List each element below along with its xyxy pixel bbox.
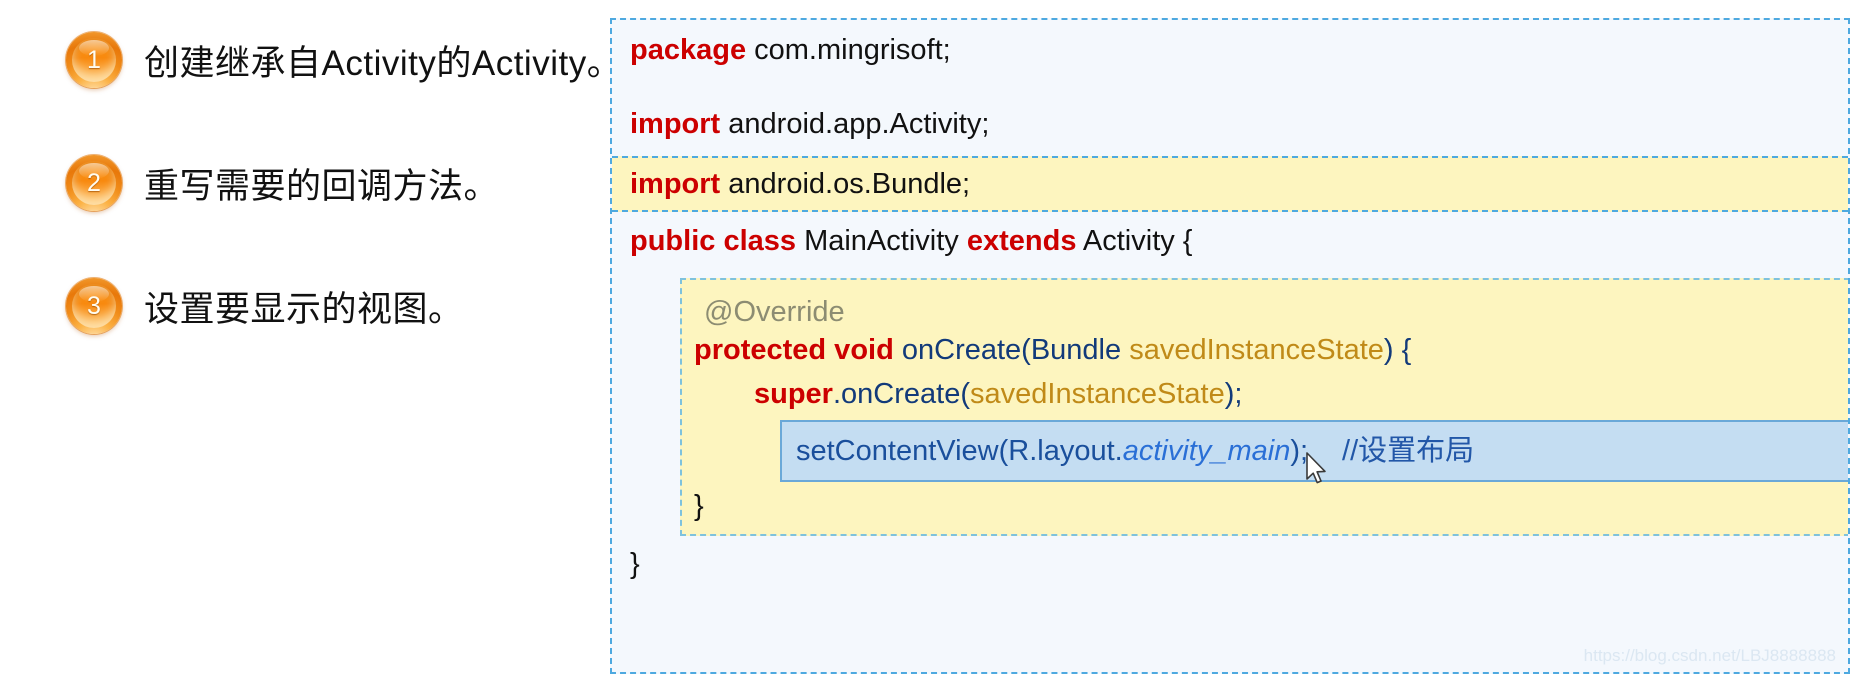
- code-line-import-bundle: import android.os.Bundle;: [630, 170, 970, 199]
- import-bundle-path: android.os.Bundle;: [720, 168, 971, 200]
- list-item: 1 创建继承自Activity的Activity。: [66, 32, 622, 88]
- inline-comment: //设置布局: [1342, 434, 1475, 467]
- list-item: 2 重写需要的回调方法。: [66, 155, 499, 211]
- super-method-name: .onCreate(: [832, 378, 970, 410]
- step-label-2: 重写需要的回调方法。: [144, 166, 500, 206]
- setcontentview-call: setContentView(R.layout.: [796, 434, 1123, 467]
- code-line-super-call: super.onCreate(savedInstanceState);: [754, 380, 1242, 409]
- setcontentview-tail: );: [1290, 434, 1309, 467]
- highlight-band-import-bundle: import android.os.Bundle;: [612, 156, 1848, 212]
- signature-tail: ) {: [1383, 334, 1412, 366]
- list-item: 3 设置要显示的视图。: [66, 278, 464, 334]
- code-line-package: package com.mingrisoft;: [630, 36, 951, 65]
- super-argument: savedInstanceState: [970, 378, 1225, 410]
- step-badge-3: 3: [66, 278, 122, 334]
- code-line-setcontentview: setContentView(R.layout.activity_main); /…: [782, 434, 1475, 467]
- code-line-override-annotation: @Override: [704, 298, 845, 327]
- method-block: @Override protected void onCreate(Bundle…: [680, 278, 1848, 536]
- step-label-1: 创建继承自Activity的Activity。: [144, 43, 623, 83]
- code-line-close-method: }: [694, 492, 704, 521]
- superclass-name: Activity {: [1076, 225, 1193, 257]
- code-panel: package com.mingrisoft; import android.a…: [610, 18, 1850, 674]
- code-line-class-declaration: public class MainActivity extends Activi…: [630, 227, 1193, 256]
- keyword-public-class: public class: [630, 225, 797, 257]
- step-badge-1: 1: [66, 32, 122, 88]
- keyword-super: super: [754, 378, 833, 410]
- highlight-box-setcontentview: setContentView(R.layout.activity_main); /…: [780, 420, 1848, 482]
- step-badge-number: 1: [87, 45, 101, 74]
- keyword-package: package: [630, 34, 747, 66]
- code-line-method-signature: protected void onCreate(Bundle savedInst…: [694, 336, 1411, 365]
- watermark-text: https://blog.csdn.net/LBJ8888888: [1583, 646, 1836, 665]
- code-line-close-class: }: [630, 550, 640, 579]
- step-label-3: 设置要显示的视图。: [144, 289, 464, 329]
- code-line-import-activity: import android.app.Activity;: [630, 110, 989, 139]
- keyword-extends: extends: [966, 225, 1077, 257]
- super-call-tail: );: [1224, 378, 1243, 410]
- layout-resource-name: activity_main: [1122, 434, 1291, 467]
- step-badge-2: 2: [66, 155, 122, 211]
- param-savedinstancestate: savedInstanceState: [1129, 334, 1384, 366]
- keyword-import: import: [630, 168, 721, 200]
- keyword-import: import: [630, 108, 721, 140]
- keyword-protected-void: protected void: [694, 334, 894, 366]
- step-badge-number: 3: [87, 291, 101, 320]
- import-activity-path: android.app.Activity;: [720, 108, 990, 140]
- package-name: com.mingrisoft;: [746, 34, 951, 66]
- closing-brace-class: }: [630, 548, 640, 580]
- closing-brace-method: }: [694, 490, 704, 522]
- step-badge-number: 2: [87, 168, 101, 197]
- class-name: MainActivity: [796, 225, 967, 257]
- steps-list: 1 创建继承自Activity的Activity。 2 重写需要的回调方法。 3…: [0, 0, 622, 690]
- method-name-oncreate: onCreate(Bundle: [893, 334, 1130, 366]
- annotation-override: @Override: [704, 296, 845, 328]
